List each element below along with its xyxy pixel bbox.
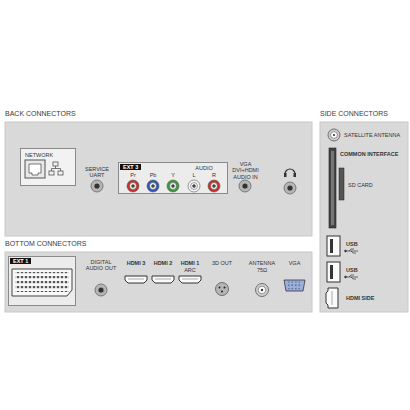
network-ground <box>20 148 76 186</box>
connector-label: USB <box>346 267 376 273</box>
connector-label: HDMI SIDE <box>346 295 404 301</box>
section-heading: BACK CONNECTORS <box>5 110 76 118</box>
usb-symbols <box>345 249 358 279</box>
connector-label: HDMI 1 <box>176 260 204 266</box>
network-symbol <box>49 162 63 175</box>
connector-label: DIGITAL AUDIO OUT <box>85 259 117 272</box>
headphone-icon <box>284 169 296 194</box>
panel: SIDE CONNECTORS <box>320 122 408 312</box>
ethernet-jack <box>25 160 45 178</box>
connector-label: Pb <box>148 172 158 178</box>
connector-tab: EXT 3 <box>120 164 141 170</box>
connector-label: 3D OUT <box>209 260 235 266</box>
box-label: NETWORK <box>25 152 53 158</box>
connector-label: L <box>189 172 199 178</box>
connector-label: R <box>209 172 219 178</box>
section-heading: BOTTOM CONNECTORS <box>5 240 86 248</box>
ext3-ground <box>118 162 228 194</box>
hdmi-side-contacts <box>332 291 333 305</box>
connector-label: HDMI 2 <box>149 260 177 266</box>
rca-jacks <box>127 180 220 192</box>
connector-label: SD CARD <box>348 182 404 188</box>
mini-din <box>216 283 229 296</box>
connector-label: USB <box>346 241 376 247</box>
uart-jack <box>91 180 103 192</box>
connector-label: VGA <box>282 260 307 266</box>
hdmi-ports <box>125 276 201 283</box>
connector-label: 75Ω <box>246 267 278 273</box>
vga-pins <box>287 282 302 290</box>
scart-connector <box>12 269 72 296</box>
section-heading: SIDE CONNECTORS <box>320 110 388 118</box>
side-panel <box>320 122 408 312</box>
connector-label: ARC <box>176 267 204 273</box>
sd-slot <box>339 168 344 200</box>
connector-label: ANTENNA <box>246 260 278 266</box>
ci-slot <box>329 148 336 228</box>
connector-label: SERVICE UART <box>82 166 112 179</box>
connector-label: Y <box>168 172 178 178</box>
usb-tongues <box>330 239 333 279</box>
audio-in-jack <box>239 180 251 192</box>
ext-box: EXT 1 <box>8 256 76 306</box>
network-box: NETWORK <box>20 148 76 186</box>
connector-label: AUDIO <box>191 165 217 171</box>
hdmi-side-port <box>326 288 338 308</box>
coax-socket <box>256 284 269 297</box>
connector-label: VGA DVI+HDMI AUDIO IN <box>230 161 261 180</box>
ethernet-socket <box>29 164 41 175</box>
connector-label: Pr <box>128 172 138 178</box>
ext1-ground <box>8 256 76 306</box>
connector-label: HDMI 3 <box>122 260 150 266</box>
panel: BACK CONNECTORSNETWORKEXT 3 <box>5 122 312 236</box>
bottom-panel <box>5 252 312 312</box>
usb-ports <box>327 236 340 282</box>
satellite-socket <box>328 129 340 141</box>
vga-port <box>284 280 305 291</box>
back-panel <box>5 122 312 236</box>
connector-tab: EXT 1 <box>10 258 31 264</box>
connector-label: SATELLITE ANTENNA <box>344 132 406 138</box>
ci-slot-inner <box>331 151 334 225</box>
connector-label: COMMON INTERFACE <box>340 151 406 157</box>
scart-pins <box>15 272 69 292</box>
optical-jack <box>95 284 107 296</box>
hdmi-contacts <box>128 279 198 280</box>
